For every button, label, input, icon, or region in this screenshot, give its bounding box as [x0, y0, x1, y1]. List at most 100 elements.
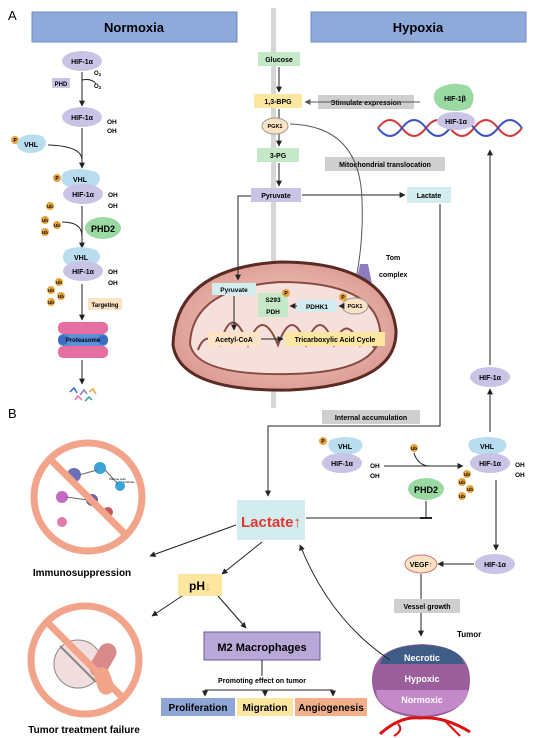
svg-text:Ub: Ub	[48, 288, 54, 293]
hif-node-b1	[322, 453, 362, 473]
m2-label: M2 Macrophages	[217, 642, 306, 654]
ph-box	[178, 574, 222, 596]
oh-b3: OH	[515, 462, 525, 469]
pgk1-label-1: PGK1	[268, 124, 283, 130]
arrow-ph-m2	[217, 595, 247, 629]
arrow-lactate-immuno	[149, 524, 237, 557]
vhl-label-3: VHL	[74, 255, 89, 262]
hif-label-up: HIF-1α	[479, 375, 502, 382]
bpg-box	[254, 94, 302, 108]
p-label-pdh: P	[284, 291, 288, 297]
svg-text:Ub: Ub	[56, 280, 62, 285]
targeting-label: Targeting	[92, 303, 119, 309]
vhl-blob-b2	[468, 437, 507, 455]
svg-text:Ub: Ub	[464, 472, 470, 477]
hif-label-2: HIF-1α	[71, 115, 94, 122]
angiogenesis-box	[295, 698, 367, 716]
vhl-label-2: VHL	[73, 177, 88, 184]
hif-label-3: HIF-1α	[72, 192, 95, 199]
vhl-blob-b1	[328, 437, 363, 455]
hypoxic-label: Hypoxic	[404, 674, 439, 684]
phd2-node-1	[85, 217, 121, 239]
p-label-1: P	[13, 138, 17, 144]
vhl-label-b1: VHL	[338, 444, 353, 451]
ub-group-1: Ub Ub Ub Ub	[41, 202, 61, 236]
oh-b1: OH	[370, 463, 380, 470]
targeting-box	[88, 298, 122, 310]
p-label-2: P	[55, 176, 59, 182]
arrow-n3-bend	[61, 221, 83, 237]
hif-node-2	[62, 107, 102, 127]
pg3-box	[257, 148, 299, 162]
hif-node-3	[63, 184, 103, 204]
lactate-box-a	[407, 187, 451, 203]
arrow-lactate-ph	[221, 541, 263, 575]
p-label-b1: P	[321, 439, 325, 445]
acetyl-box	[208, 332, 260, 346]
pdhk1-label: PDHK1	[306, 304, 328, 311]
ub-group-2: Ub Ub Ub Ub	[47, 278, 65, 306]
phd2-label-1: PHD2	[91, 224, 115, 234]
migration-label: Migration	[243, 703, 288, 714]
o2-text-2: O2	[94, 84, 102, 90]
tom-label-1: Tom	[386, 255, 400, 262]
hif-node-4	[63, 261, 103, 281]
mito-trans-box	[325, 157, 445, 171]
angiogenesis-label: Angiogenesis	[298, 703, 364, 714]
glycolysis-pathway: Glucose 1,3-BPG PGK1 3-PG Pyruvate Lacta…	[251, 52, 523, 392]
vessel-label: Vessel growth	[403, 604, 450, 611]
normoxia-pathway: HIF-1α PHD O2 O2 HIF-1α OH OH P VHL P VH…	[11, 51, 122, 402]
arrow-pyruvate-in	[235, 195, 251, 281]
pgk1-label-mito: PGK1	[348, 304, 363, 310]
oh-2: OH	[107, 128, 117, 135]
o2-text-1: O2	[94, 71, 102, 77]
panel-a: A Normoxia Hypoxia HIF-1α PHD O2 O2 HIF-…	[8, 8, 527, 408]
proteasome-label: Proteasome	[66, 338, 101, 344]
tumor-label: Tumor	[457, 630, 481, 639]
divider	[271, 8, 276, 408]
svg-text:Ub: Ub	[459, 480, 465, 485]
normoxia-header	[31, 11, 238, 43]
pg3-label: 3-PG	[270, 153, 287, 160]
hif-rising-column: HIF-1α	[470, 149, 510, 432]
lactate-box-b	[237, 500, 305, 540]
oh-b2: OH	[370, 473, 380, 480]
treatment-failure-icon	[27, 602, 143, 718]
vhl-blob-1	[17, 134, 46, 153]
svg-text:Ub: Ub	[47, 204, 53, 209]
oh-4: OH	[108, 203, 118, 210]
panel-a-label: A	[8, 8, 17, 23]
hif-node-vegf	[475, 554, 515, 574]
proliferation-box	[161, 698, 235, 716]
arrow-n2-bend	[47, 144, 83, 161]
hif-label-1: HIF-1α	[71, 59, 94, 66]
normoxic-label: Normoxic	[401, 695, 443, 705]
ph-label: pH↓	[189, 579, 211, 593]
hypoxia-title: Hypoxia	[393, 20, 444, 35]
pdhk1-box	[297, 300, 337, 312]
hif1a-dna-node	[437, 112, 475, 130]
pyruvate-box	[251, 188, 301, 202]
hif-label-vegf: HIF-1α	[484, 562, 507, 569]
mito-pyruvate-box	[212, 283, 256, 295]
pyruvate-label: Pyruvate	[261, 193, 291, 200]
panel-b-label: B	[8, 406, 17, 421]
arrow-to-lactate-b	[265, 392, 441, 497]
icon-mini-plasma: Plasma cells	[109, 477, 126, 481]
phd2-label-b: PHD2	[414, 485, 438, 495]
pgk1-node-1	[261, 117, 289, 135]
internal-box	[322, 410, 420, 424]
p-circle-2	[53, 174, 61, 182]
hif-node-up	[470, 367, 510, 387]
stimulate-label: Stimulate expression	[331, 100, 401, 107]
p-circle-pdhk1	[339, 293, 347, 301]
ub-circle-b	[410, 444, 418, 452]
tumor-icon	[372, 644, 471, 737]
hif1a-dna-label: HIF-1α	[445, 119, 468, 126]
hif-node-b2	[470, 453, 510, 473]
ub-label-b: Ub	[411, 446, 417, 451]
o2-curve	[81, 79, 97, 85]
lactate-label-a: Lactate	[417, 193, 442, 200]
hif1b-blob	[433, 83, 474, 111]
hif-node-1	[62, 51, 102, 71]
